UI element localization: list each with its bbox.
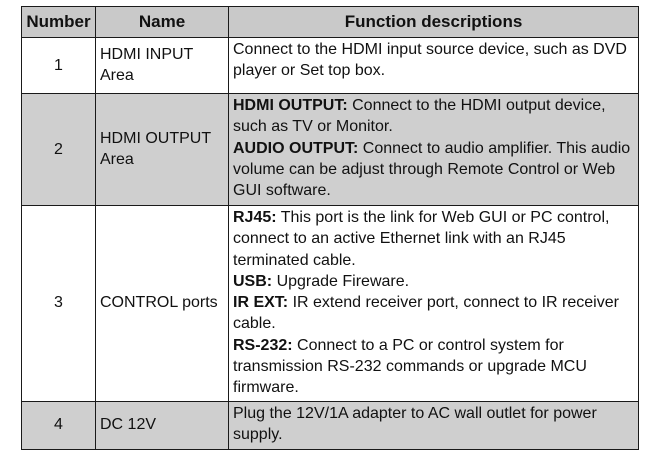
table-row: 4 DC 12V Plug the 12V/1A adapter to AC w…: [21, 400, 639, 450]
table-row: 1 HDMI INPUT Area Connect to the HDMI in…: [21, 37, 639, 94]
header-number: Number: [21, 6, 96, 38]
description-text: Upgrade Fireware.: [276, 272, 410, 290]
header-function-descriptions: Function descriptions: [228, 6, 639, 38]
description-text: This port is the link for Web GUI or PC …: [233, 209, 610, 269]
row-name: DC 12V: [95, 400, 229, 450]
row-description: HDMI OUTPUT: Connect to the HDMI output …: [228, 93, 639, 206]
function-description-table: Number Name Function descriptions 1 HDMI…: [21, 6, 639, 450]
row-description: Connect to the HDMI input source device,…: [228, 37, 639, 94]
description-label: USB:: [233, 272, 273, 290]
description-text: Connect to audio amplifier. This audio v…: [233, 139, 631, 200]
row-description: RJ45: This port is the link for Web GUI …: [228, 205, 639, 402]
description-label: AUDIO OUTPUT:: [233, 139, 359, 157]
description-text: Connect to the HDMI output device, such …: [233, 97, 606, 136]
row-name: HDMI OUTPUT Area: [95, 93, 229, 206]
description-label: HDMI OUTPUT:: [233, 97, 348, 114]
row-number: 2: [21, 93, 96, 206]
table-header-row: Number Name Function descriptions: [21, 6, 639, 38]
description-text: Connect to the HDMI input source device,…: [233, 41, 627, 80]
description-text: Plug the 12V/1A adapter to AC wall outle…: [233, 404, 597, 443]
row-number: 1: [21, 37, 96, 94]
description-label: RJ45:: [233, 209, 277, 226]
header-name: Name: [95, 6, 229, 38]
table-row: 2 HDMI OUTPUT Area HDMI OUTPUT: Connect …: [21, 93, 639, 206]
description-text: IR extend receiver port, connect to IR r…: [233, 294, 619, 333]
description-text: Connect to a PC or control system for tr…: [233, 336, 587, 397]
description-label: IR EXT:: [233, 294, 289, 312]
row-description: Plug the 12V/1A adapter to AC wall outle…: [228, 400, 639, 450]
table-row: 3 CONTROL ports RJ45: This port is the l…: [21, 205, 639, 402]
description-label: RS-232:: [233, 336, 293, 354]
row-number: 3: [21, 205, 96, 402]
row-name: HDMI INPUT Area: [95, 37, 229, 94]
row-name: CONTROL ports: [95, 205, 229, 402]
row-number: 4: [21, 400, 96, 450]
